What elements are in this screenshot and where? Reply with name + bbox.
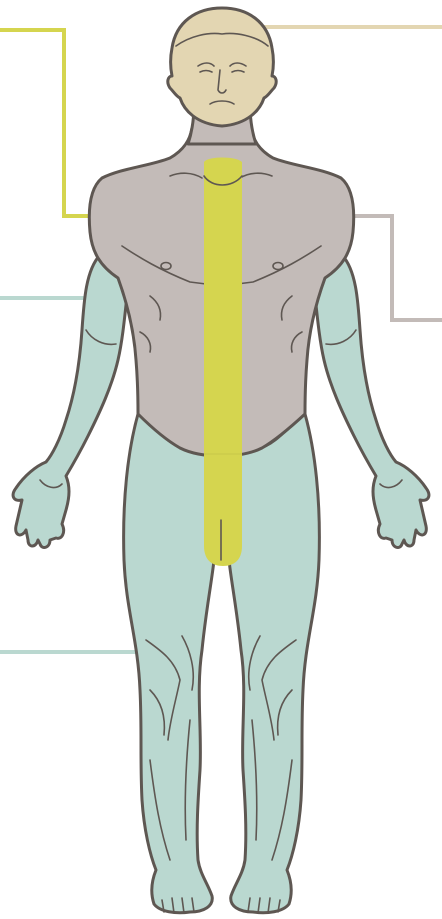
head bbox=[168, 8, 276, 126]
head-shape bbox=[168, 8, 276, 126]
midline bbox=[204, 158, 242, 567]
right-arm bbox=[312, 253, 429, 547]
midline-band bbox=[204, 158, 242, 567]
leader-line-shoulder bbox=[352, 216, 442, 320]
